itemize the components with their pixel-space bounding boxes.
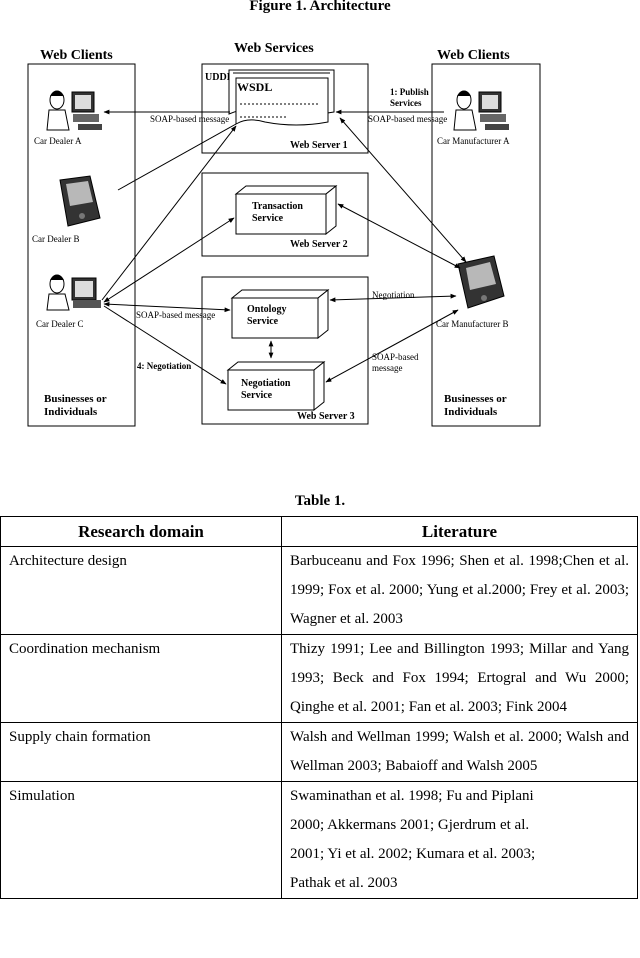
line-dealer-b-to-server1 xyxy=(117,123,237,191)
car-dealer-b-label: Car Dealer B xyxy=(32,234,79,244)
literature-line: Swaminathan et al. 1998; Fu and Piplani xyxy=(290,788,534,804)
transaction-label-1: Transaction xyxy=(252,201,303,212)
architecture-diagram: Web Clients Web Services Web Clients UDD… xyxy=(27,41,541,427)
ontology-label-1: Ontology xyxy=(247,304,286,315)
wsdl-label: WSDL xyxy=(237,80,272,94)
wsdl-document xyxy=(228,69,335,126)
publish-services-label-1: 1: Publish xyxy=(390,87,429,97)
car-dealer-a-label: Car Dealer A xyxy=(34,136,82,146)
table-row: Supply chain formation Walsh and Wellman… xyxy=(0,722,638,782)
arrow-manufacturer-b-to-ontology xyxy=(329,293,457,303)
arrow-manufacturer-b-to-transaction xyxy=(337,203,461,269)
negotiation-service-block xyxy=(226,360,326,412)
car-dealer-c-label: Car Dealer C xyxy=(36,319,83,329)
businesses-left-2: Individuals xyxy=(44,406,98,418)
businesses-right-1: Businesses or xyxy=(444,393,507,405)
ontology-service-block xyxy=(230,288,330,340)
negotiation-step-label: 4: Negotiation xyxy=(137,361,191,371)
column-header-research-domain: Research domain xyxy=(0,516,282,547)
arrow-manufacturer-b-to-negotiation xyxy=(325,309,459,383)
car-manufacturer-a-label: Car Manufacturer A xyxy=(437,136,510,146)
publish-services-label-2: Services xyxy=(390,98,422,108)
businesses-right-2: Individuals xyxy=(444,406,498,418)
arrow-dealer-c-to-wsdl xyxy=(101,125,237,301)
soap-message-label: SOAP-based message xyxy=(150,114,229,124)
pda-icon xyxy=(457,255,505,309)
person-computer-icon xyxy=(46,274,101,311)
domain-cell: Coordination mechanism xyxy=(0,634,282,723)
literature-cell: Thizy 1991; Lee and Billington 1993; Mil… xyxy=(281,634,638,723)
message-label: message xyxy=(372,363,403,373)
column-header-literature: Literature xyxy=(281,516,638,547)
domain-cell: Simulation xyxy=(0,781,282,899)
negotiation-label-1: Negotiation xyxy=(241,378,291,389)
person-computer-icon xyxy=(46,90,102,131)
table-row: Coordination mechanism Thizy 1991; Lee a… xyxy=(0,634,638,723)
literature-cell: Barbuceanu and Fox 1996; Shen et al. 199… xyxy=(281,546,638,635)
pda-icon xyxy=(59,175,101,227)
negotiation-arrow-label: Negotiation xyxy=(372,290,415,300)
literature-line: Pathak et al. 2003 xyxy=(290,875,398,891)
web-services-label: Web Services xyxy=(234,41,314,56)
table-row: Architecture design Barbuceanu and Fox 1… xyxy=(0,546,638,635)
literature-cell: Swaminathan et al. 1998; Fu and Piplani … xyxy=(281,781,638,899)
car-manufacturer-b-label: Car Manufacturer B xyxy=(436,319,508,329)
businesses-left-1: Businesses or xyxy=(44,393,107,405)
literature-table: Research domain Literature Architecture … xyxy=(0,516,638,899)
table-title: Table 1. xyxy=(294,493,346,509)
negotiation-label-2: Service xyxy=(241,390,273,401)
web-server-2-label: Web Server 2 xyxy=(290,239,348,250)
soap-message-label: SOAP-based message xyxy=(368,114,447,124)
arrow-dealer-c-to-transaction xyxy=(103,217,235,303)
soap-based-label: SOAP-based xyxy=(372,352,419,362)
uddi-label: UDDI xyxy=(205,72,231,83)
web-clients-left-label: Web Clients xyxy=(40,48,113,63)
literature-line: 2001; Yi et al. 2002; Kumara et al. 2003… xyxy=(290,846,536,862)
ontology-label-2: Service xyxy=(247,316,279,327)
web-server-1-label: Web Server 1 xyxy=(290,140,348,151)
domain-cell: Supply chain formation xyxy=(0,722,282,782)
arrow-dealer-c-to-negotiation xyxy=(103,305,227,385)
table-row: Simulation Swaminathan et al. 1998; Fu a… xyxy=(0,781,638,899)
web-server-1-box xyxy=(201,63,369,154)
arrow-dealer-c-to-ontology xyxy=(103,301,231,313)
person-computer-icon xyxy=(453,90,509,131)
literature-cell: Walsh and Wellman 1999; Walsh et al. 200… xyxy=(281,722,638,782)
web-server-3-label: Web Server 3 xyxy=(297,411,355,422)
figure-title: Figure 1. Architecture xyxy=(249,0,391,14)
transaction-label-2: Service xyxy=(252,213,284,224)
table-header-row: Research domain Literature xyxy=(0,516,638,547)
transaction-service-block xyxy=(234,184,338,236)
soap-message-label: SOAP-based message xyxy=(136,310,215,320)
domain-cell: Architecture design xyxy=(0,546,282,635)
web-clients-right-label: Web Clients xyxy=(437,48,510,63)
literature-line: 2000; Akkermans 2001; Gjerdrum et al. xyxy=(290,817,530,833)
